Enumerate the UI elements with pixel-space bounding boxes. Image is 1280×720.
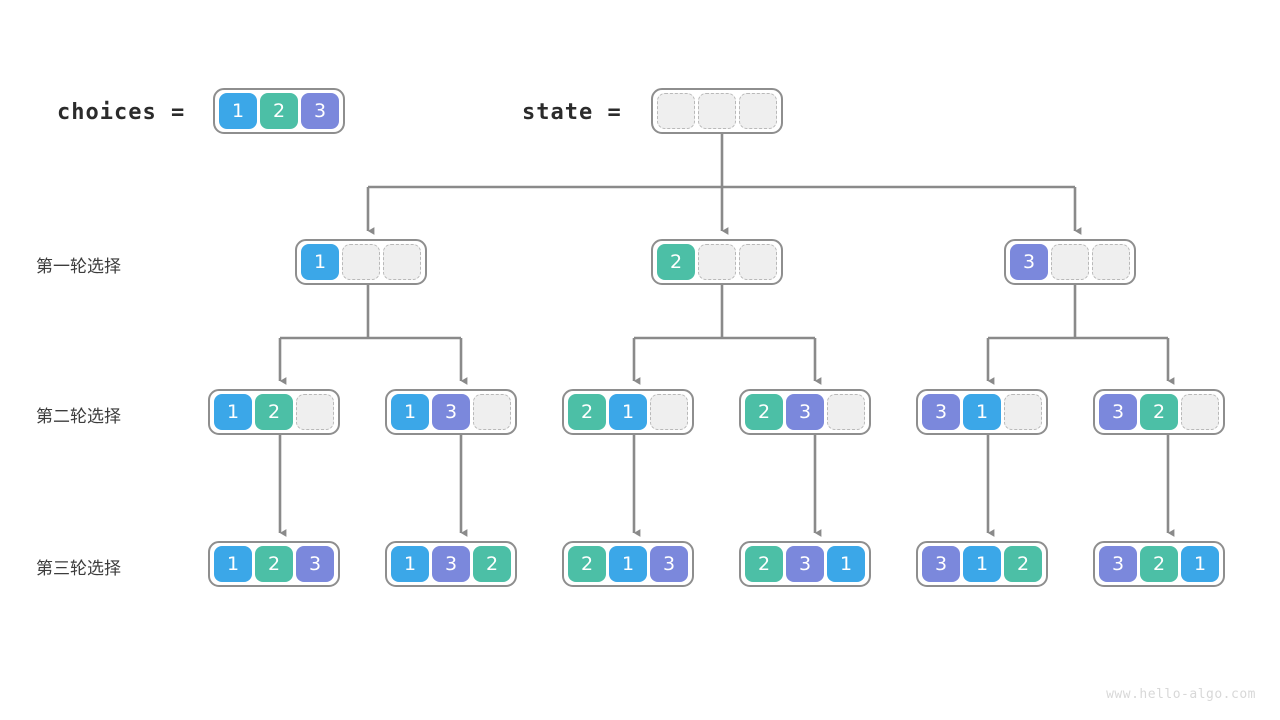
state-node-round-3-5-cell-1: 1 bbox=[963, 546, 1001, 582]
state-node-round-3-3-cell-0: 2 bbox=[568, 546, 606, 582]
row-label-round-1: 第一轮选择 bbox=[36, 257, 121, 277]
state-node-round-1-2: 2 bbox=[651, 239, 783, 285]
state-node-round-3-4-cell-0: 2 bbox=[745, 546, 783, 582]
state-node-round-1-2-cell-0: 2 bbox=[657, 244, 695, 280]
state-label: state = bbox=[522, 100, 622, 125]
choices-cell-0: 1 bbox=[219, 93, 257, 129]
state-node-round-3-3-cell-2: 3 bbox=[650, 546, 688, 582]
state-node-round-3-6-cell-1: 2 bbox=[1140, 546, 1178, 582]
state-node-round-3-1-cell-0: 1 bbox=[214, 546, 252, 582]
state-node-round-2-5-cell-1: 1 bbox=[963, 394, 1001, 430]
state-node-round-1-1-cell-0: 1 bbox=[301, 244, 339, 280]
state-node-round-3-3-cell-1: 1 bbox=[609, 546, 647, 582]
state-node-round-3-5-cell-2: 2 bbox=[1004, 546, 1042, 582]
state-node-round-1-3-cell-1 bbox=[1051, 244, 1089, 280]
row-label-round-2: 第二轮选择 bbox=[36, 407, 121, 427]
state-node-round-2-5-cell-2 bbox=[1004, 394, 1042, 430]
state-node-round-2-5-cell-0: 3 bbox=[922, 394, 960, 430]
state-node-round-2-4-cell-0: 2 bbox=[745, 394, 783, 430]
state-node-round-1-3-cell-2 bbox=[1092, 244, 1130, 280]
state-node-round-1-1: 1 bbox=[295, 239, 427, 285]
state-node-round-2-1-cell-1: 2 bbox=[255, 394, 293, 430]
state-node-round-1-3: 3 bbox=[1004, 239, 1136, 285]
choices-cell-1: 2 bbox=[260, 93, 298, 129]
state-node-round-2-1-cell-0: 1 bbox=[214, 394, 252, 430]
state-node-round-2-2-cell-0: 1 bbox=[391, 394, 429, 430]
state-node-round-2-1-cell-2 bbox=[296, 394, 334, 430]
state-node-round-3-1-cell-2: 3 bbox=[296, 546, 334, 582]
state-node-round-2-4-cell-1: 3 bbox=[786, 394, 824, 430]
state-node-round-3-1-cell-1: 2 bbox=[255, 546, 293, 582]
choices-label: choices = bbox=[57, 100, 186, 125]
state-node-round-1-2-cell-1 bbox=[698, 244, 736, 280]
state-node-round-2-6-cell-0: 3 bbox=[1099, 394, 1137, 430]
state-node-round-1-1-cell-2 bbox=[383, 244, 421, 280]
state-node-round-2-4-cell-2 bbox=[827, 394, 865, 430]
state-cell-0 bbox=[657, 93, 695, 129]
state-node-round-3-6-cell-2: 1 bbox=[1181, 546, 1219, 582]
state-cell-1 bbox=[698, 93, 736, 129]
state-node-round-2-3-cell-0: 2 bbox=[568, 394, 606, 430]
row-label-round-3: 第三轮选择 bbox=[36, 559, 121, 579]
state-node-round-1-1-cell-1 bbox=[342, 244, 380, 280]
state-node-round-2-6-cell-1: 2 bbox=[1140, 394, 1178, 430]
state-node-round-3-4-cell-2: 1 bbox=[827, 546, 865, 582]
state-node-round-2-6-cell-2 bbox=[1181, 394, 1219, 430]
state-node-round-3-6-cell-0: 3 bbox=[1099, 546, 1137, 582]
state-node-round-3-4-cell-1: 3 bbox=[786, 546, 824, 582]
state-node-round-3-2-cell-2: 2 bbox=[473, 546, 511, 582]
state-node-round-3-5-cell-0: 3 bbox=[922, 546, 960, 582]
watermark: www.hello-algo.com bbox=[1106, 687, 1256, 702]
state-node-round-2-3-cell-2 bbox=[650, 394, 688, 430]
state-node-round-3-2-cell-1: 3 bbox=[432, 546, 470, 582]
state-node-round-3-2-cell-0: 1 bbox=[391, 546, 429, 582]
state-cell-2 bbox=[739, 93, 777, 129]
state-node-round-1-2-cell-2 bbox=[739, 244, 777, 280]
state-node-round-2-3-cell-1: 1 bbox=[609, 394, 647, 430]
state-node-round-2-2-cell-1: 3 bbox=[432, 394, 470, 430]
choices-cell-2: 3 bbox=[301, 93, 339, 129]
state-array bbox=[651, 88, 783, 134]
state-node-round-2-2-cell-2 bbox=[473, 394, 511, 430]
state-node-round-1-3-cell-0: 3 bbox=[1010, 244, 1048, 280]
